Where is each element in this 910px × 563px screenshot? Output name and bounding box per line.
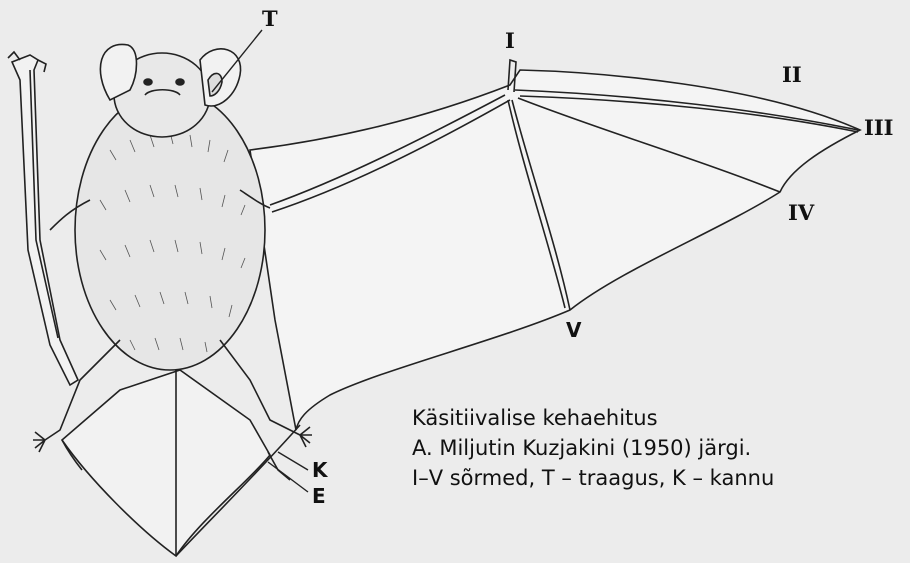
label-finger-iv: IV xyxy=(788,200,814,225)
caption-line-1: Käsitiivalise kehaehitus xyxy=(412,403,910,433)
label-finger-ii: II xyxy=(782,62,802,87)
label-e: E xyxy=(312,484,326,508)
label-finger-iii: III xyxy=(864,115,893,140)
label-finger-v: V xyxy=(566,318,581,342)
label-finger-i: I xyxy=(505,28,515,53)
label-calcar-k: K xyxy=(312,458,328,482)
caption-line-3: I–V sõrmed, T – traagus, K – kannu xyxy=(412,463,910,493)
figure-caption: Käsitiivalise kehaehitus A. Miljutin Kuz… xyxy=(412,403,910,493)
caption-line-2: A. Miljutin Kuzjakini (1950) järgi. xyxy=(412,433,910,463)
label-tragus-t: T xyxy=(262,6,278,31)
